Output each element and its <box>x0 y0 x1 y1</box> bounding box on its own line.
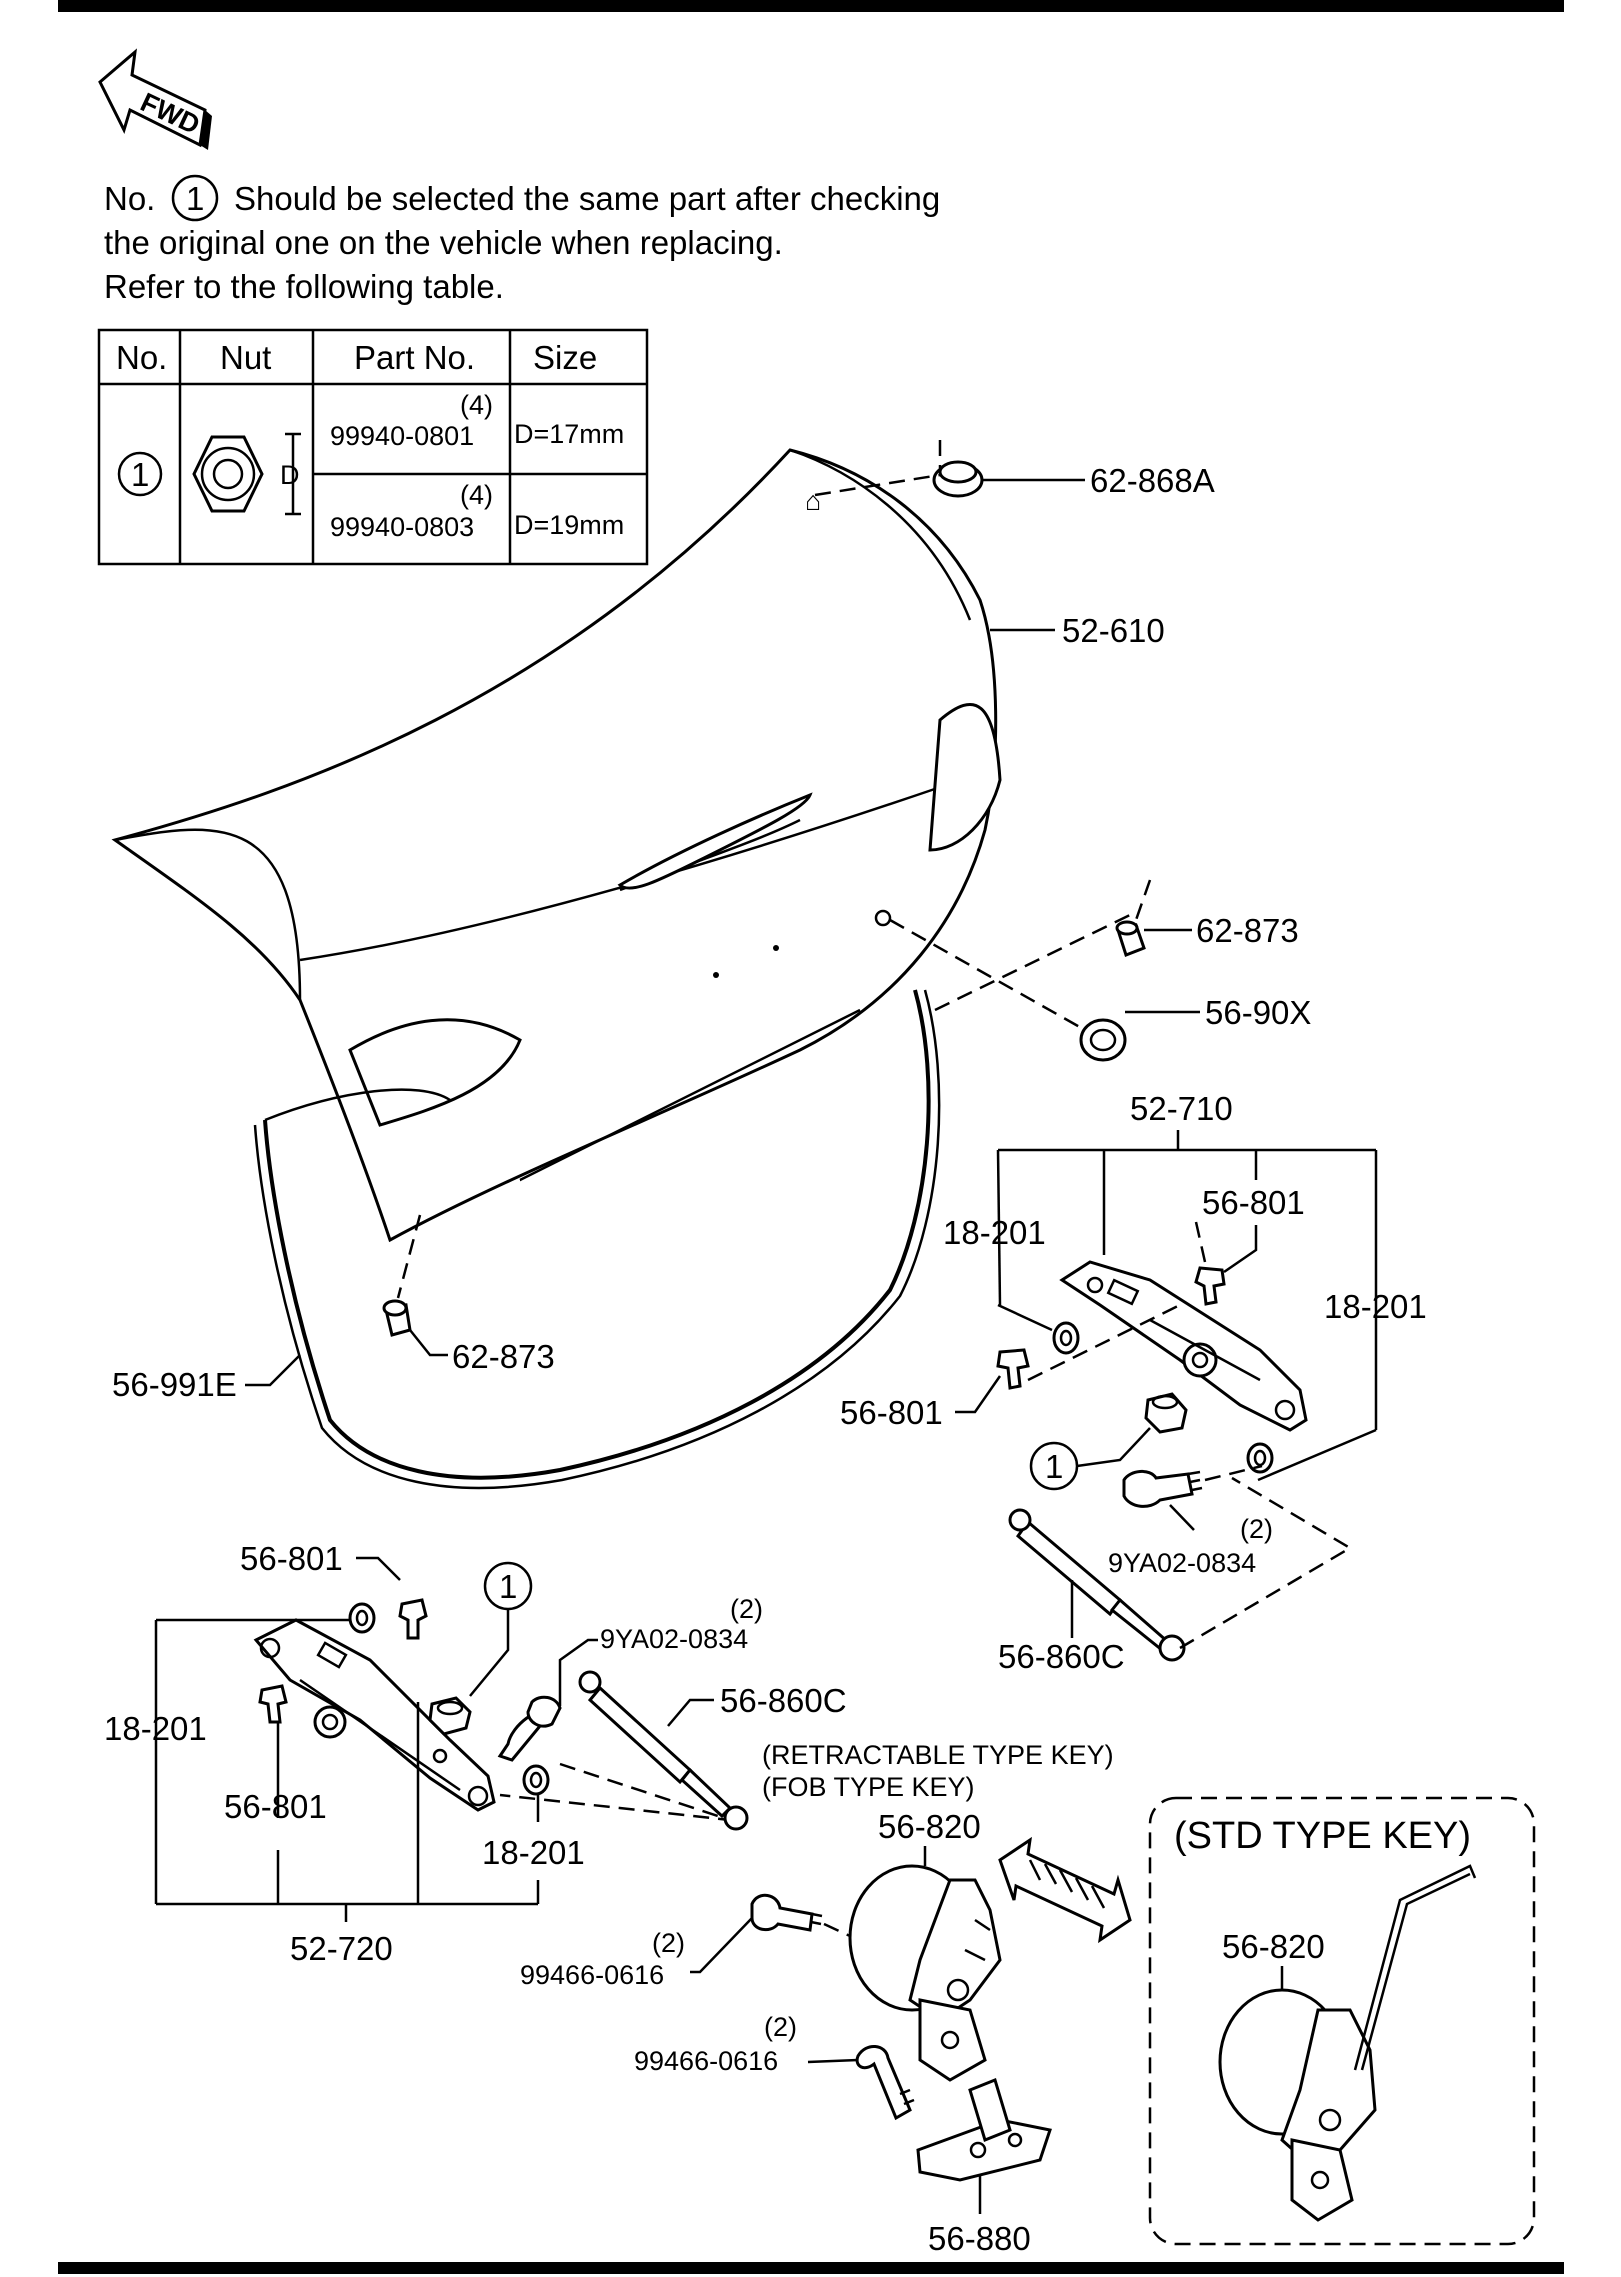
table-header-nut: Nut <box>220 339 271 376</box>
callout-fob-type-key: (FOB TYPE KEY) <box>762 1772 975 1802</box>
callout-56-801-right-top: 56-801 <box>1202 1184 1305 1221</box>
callout-99466-2: 99466-0616 <box>634 2046 778 2076</box>
callout-56-801-left-low: 56-801 <box>224 1788 327 1825</box>
row2-part-no: 99940-0803 <box>330 512 474 542</box>
note-circle-num: 1 <box>186 180 204 217</box>
callout-18-201-left-left: 18-201 <box>104 1710 207 1747</box>
callout-9YA02-right-qty: (2) <box>1240 1514 1273 1544</box>
table-header-size: Size <box>533 339 597 376</box>
row2-qty: (4) <box>460 480 493 510</box>
bumper-62-873-lower: 62-873 <box>382 1214 555 1375</box>
svg-text:⌂: ⌂ <box>805 486 821 516</box>
nut-icon: D <box>192 432 301 516</box>
table-row-ref-num: 1 <box>131 456 149 493</box>
callout-18-201-right-right: 18-201 <box>1324 1288 1427 1325</box>
callout-52-710: 52-710 <box>1130 1090 1233 1127</box>
callout-99466-1: 99466-0616 <box>520 1960 664 1990</box>
callout-56-801-right-mid: 56-801 <box>840 1394 943 1431</box>
weatherstrip <box>253 989 941 1490</box>
callout-99466-2-qty: (2) <box>764 2012 797 2042</box>
grommet-62-868A: 62-868A ⌂ <box>805 440 1215 516</box>
callout-ref1-right: 1 <box>1045 1448 1063 1485</box>
callout-9YA02-left: 9YA02-0834 <box>600 1624 748 1654</box>
row2-size: D=19mm <box>514 510 624 540</box>
callout-56-820: 56-820 <box>878 1808 981 1845</box>
callout-56-860C-right: 56-860C <box>998 1638 1125 1675</box>
callout-56-991E: 56-991E <box>112 1366 237 1403</box>
bumper-62-873-upper: 62-873 <box>1115 879 1299 957</box>
table-header-part-no: Part No. <box>354 339 475 376</box>
callout-99466-1-qty: (2) <box>652 1928 685 1958</box>
grommet-56-90X: 56-90X <box>889 913 1311 1062</box>
callout-56-820-std: 56-820 <box>1222 1928 1325 1965</box>
nut-selection-table: No. Nut Part No. Size 1 D (4) 99940-0801… <box>97 328 649 566</box>
callout-18-201-left-low: 18-201 <box>482 1834 585 1871</box>
row1-part-no: 99940-0801 <box>330 421 474 451</box>
nut-dim-label: D <box>280 460 300 490</box>
bottom-border <box>58 2262 1564 2274</box>
callout-56-801-left-top: 56-801 <box>240 1540 343 1577</box>
note-line1: Should be selected the same part after c… <box>234 180 940 217</box>
note-line2: the original one on the vehicle when rep… <box>104 224 783 261</box>
fwd-arrow-icon: FWD <box>98 48 212 150</box>
table-row-ref-circle <box>117 451 163 497</box>
trunk-lid <box>111 448 1002 1243</box>
latch-assembly: (RETRACTABLE TYPE KEY) (FOB TYPE KEY) 56… <box>520 1740 1132 2257</box>
callout-62-868A: 62-868A <box>1090 462 1215 499</box>
note-line3: Refer to the following table. <box>104 268 504 305</box>
callout-56-90X: 56-90X <box>1205 994 1311 1031</box>
row1-size: D=17mm <box>514 419 624 449</box>
note-prefix: No. <box>104 180 155 217</box>
callout-std-type-key: (STD TYPE KEY) <box>1174 1815 1471 1857</box>
callout-9YA02-right: 9YA02-0834 <box>1108 1548 1256 1578</box>
replacement-note: No. 1 Should be selected the same part a… <box>104 174 940 305</box>
hinge-52-710: 52-710 56-801 56-801 18-201 1 <box>840 1090 1427 1675</box>
callout-62-873-lower: 62-873 <box>452 1338 555 1375</box>
top-border <box>58 0 1564 12</box>
callout-52-610: 52-610 <box>1062 612 1165 649</box>
callout-56-860C-left: 56-860C <box>720 1682 847 1719</box>
callout-52-720: 52-720 <box>290 1930 393 1967</box>
hinge-52-720: 56-801 1 (2) 9YA02-0834 <box>104 1540 847 1967</box>
row1-qty: (4) <box>460 390 493 420</box>
std-type-key-box: (STD TYPE KEY) 56-820 <box>1148 1796 1536 2246</box>
table-header-no: No. <box>116 339 167 376</box>
callout-18-201-right-left: 18-201 <box>943 1214 1046 1251</box>
callout-62-873-upper: 62-873 <box>1196 912 1299 949</box>
callout-56-880: 56-880 <box>928 2220 1031 2257</box>
note-circle-ref <box>171 174 219 222</box>
callout-ref1-left: 1 <box>499 1568 517 1605</box>
callout-retractable-type-key: (RETRACTABLE TYPE KEY) <box>762 1740 1114 1770</box>
callout-9YA02-left-qty: (2) <box>730 1594 763 1624</box>
